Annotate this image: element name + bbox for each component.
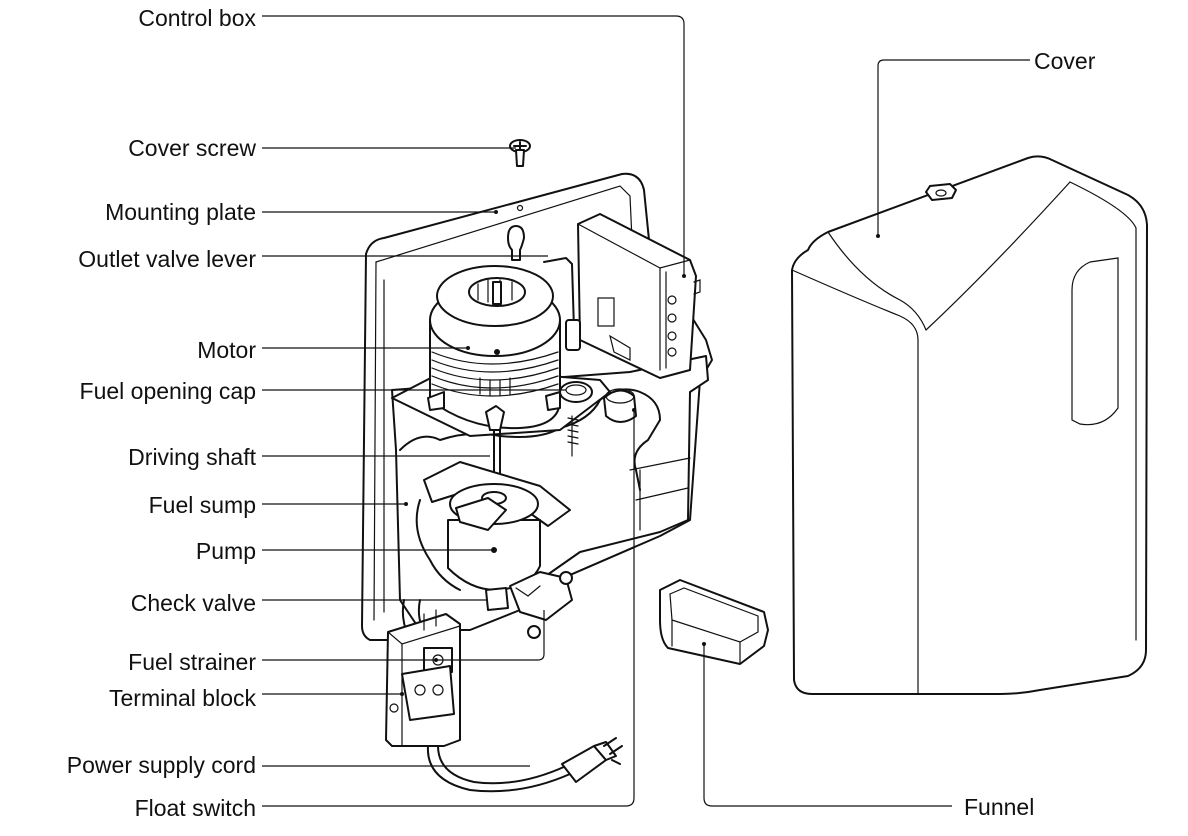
label-fuel-opening-cap: Fuel opening cap bbox=[79, 378, 256, 404]
outlet-valve-lever-part bbox=[543, 257, 581, 351]
control-box-part bbox=[577, 213, 701, 379]
label-float-switch: Float switch bbox=[134, 795, 256, 821]
label-cover: Cover bbox=[1034, 48, 1096, 74]
label-power-supply-cord: Power supply cord bbox=[66, 752, 256, 778]
terminal-block-part bbox=[385, 609, 461, 747]
label-fuel-sump: Fuel sump bbox=[148, 492, 256, 518]
label-outlet-valve-lever: Outlet valve lever bbox=[78, 246, 256, 272]
check-valve-part bbox=[485, 571, 573, 639]
motor-part bbox=[391, 265, 611, 437]
label-mounting-plate: Mounting plate bbox=[105, 199, 256, 225]
pump-part bbox=[423, 429, 571, 591]
cover-screw-part bbox=[509, 139, 531, 167]
label-cover-screw: Cover screw bbox=[128, 135, 256, 161]
label-funnel: Funnel bbox=[964, 794, 1035, 820]
label-motor: Motor bbox=[197, 337, 256, 363]
label-driving-shaft: Driving shaft bbox=[128, 444, 256, 470]
label-terminal-block: Terminal block bbox=[109, 685, 256, 711]
label-control-box: Control box bbox=[138, 5, 256, 31]
fuel-opening-cap-part bbox=[559, 381, 637, 457]
funnel-part bbox=[659, 579, 769, 665]
power-cord-part bbox=[426, 737, 623, 793]
leader-lines bbox=[262, 15, 1030, 807]
cover-part bbox=[791, 155, 1148, 695]
label-check-valve: Check valve bbox=[130, 590, 256, 616]
label-fuel-strainer: Fuel strainer bbox=[128, 649, 256, 675]
label-pump: Pump bbox=[195, 538, 256, 564]
